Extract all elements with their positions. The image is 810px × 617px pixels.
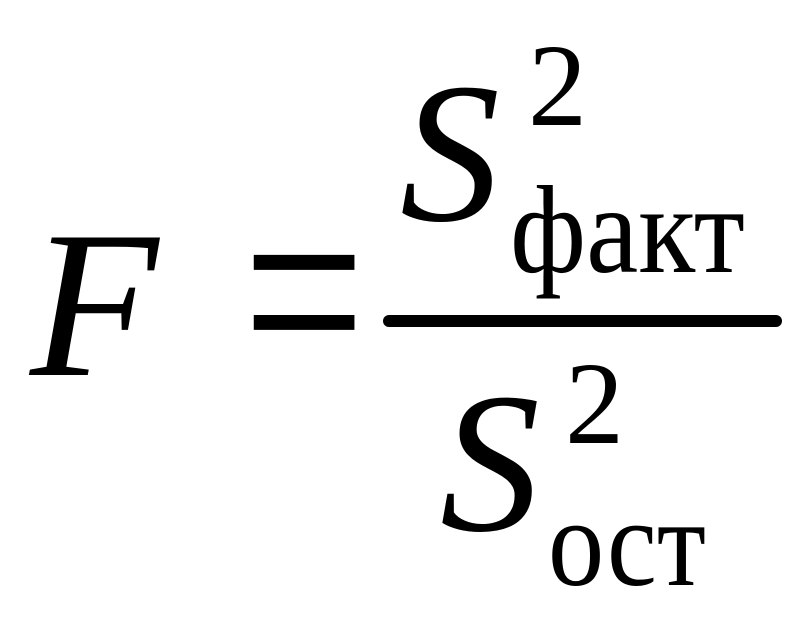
lhs-variable-f: F — [28, 189, 161, 421]
equals-sign: = — [243, 125, 365, 457]
numerator-subscript: факт — [510, 162, 745, 300]
numerator-superscript: 2 — [528, 20, 587, 151]
denominator-superscript: 2 — [565, 338, 624, 469]
numerator-base-s: S — [400, 43, 500, 264]
denominator-base-s: S — [440, 353, 540, 574]
denominator-subscript: ост — [548, 475, 706, 613]
